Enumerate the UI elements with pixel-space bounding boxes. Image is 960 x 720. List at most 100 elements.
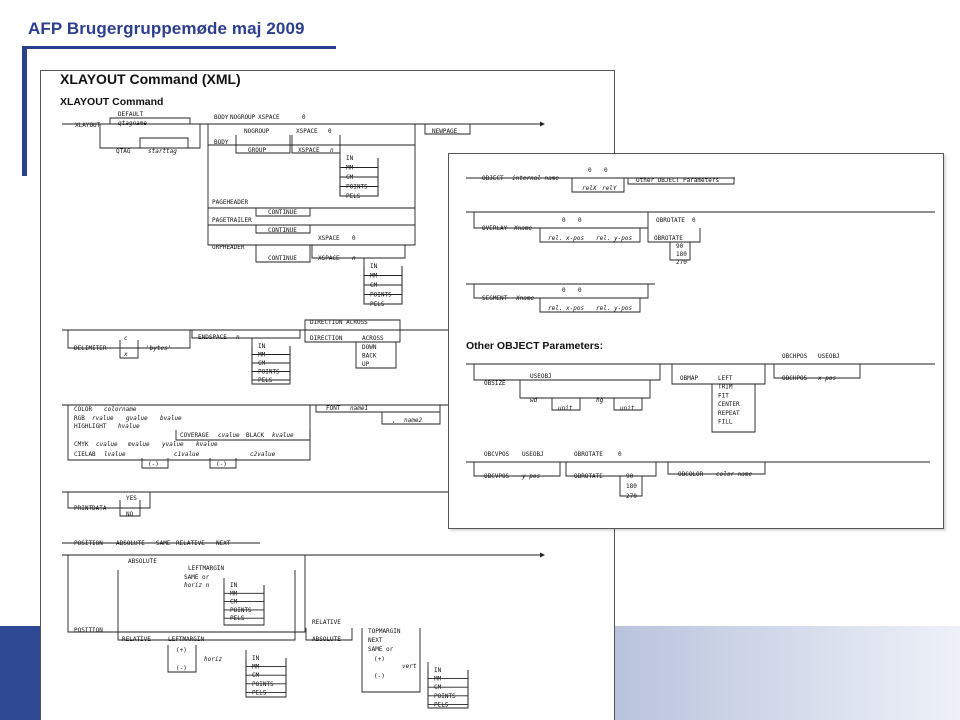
obchpos-branch	[773, 364, 861, 379]
syntax-keyword: NEXT	[368, 637, 383, 644]
syntax-keyword: DIRECTION	[310, 335, 343, 342]
unit-branch-line	[339, 177, 379, 187]
value-var: lvalue	[104, 451, 126, 458]
x-var: x	[123, 351, 128, 358]
xname-var: Xname	[515, 295, 534, 302]
unit-branch	[613, 398, 643, 411]
value-var: hvalue	[118, 423, 140, 430]
obsize-branch	[473, 364, 661, 381]
syntax-keyword: PAGEHEADER	[212, 199, 249, 206]
unit-option: MM	[230, 590, 238, 597]
continue-branch	[255, 225, 311, 234]
syntax-keyword: ENDSPACE	[198, 334, 227, 341]
unit-option: POINTS	[434, 693, 456, 700]
syntax-keyword: 0	[588, 167, 592, 174]
syntax-keyword: OBROTATE	[574, 473, 603, 480]
syntax-keyword: PRINTDATA	[74, 505, 107, 512]
continue-branch	[255, 208, 311, 217]
syntax-keyword: 180	[626, 483, 637, 490]
syntax-keyword: CONTINUE	[268, 227, 297, 234]
syntax-keyword: 0	[578, 287, 582, 294]
footer-band-left	[0, 626, 40, 720]
syntax-keyword: (-)	[374, 673, 385, 680]
syntax-arrow	[540, 552, 545, 558]
c-var: c	[124, 335, 128, 342]
value-var: kvalue	[272, 432, 294, 439]
syntax-keyword: XSPACE	[296, 128, 318, 135]
syntax-keyword: CONTINUE	[268, 255, 297, 262]
syntax-keyword: SAME or	[368, 646, 394, 653]
xspace-branch	[291, 135, 341, 154]
syntax-arrow	[540, 121, 545, 127]
syntax-keyword: HIGHLIGHT	[74, 423, 107, 430]
unit-branch-line	[223, 585, 265, 594]
value-var: bvalue	[160, 415, 182, 422]
unit-branch-line	[223, 601, 265, 611]
footer-band-right	[614, 626, 960, 720]
direction-option: UP	[362, 361, 370, 368]
syntax-keyword: GRPHEADER	[212, 244, 245, 251]
starttag-loop	[139, 137, 189, 148]
syntax-keyword: NOGROUP	[244, 128, 270, 135]
obmap-option: FIT	[718, 392, 729, 399]
syntax-keyword: 270	[676, 259, 687, 266]
position-branch	[67, 555, 306, 633]
syntax-keyword: 0	[562, 287, 566, 294]
unit-branch-line	[223, 609, 265, 619]
unit-option: MM	[258, 352, 266, 359]
qtag-branch	[99, 124, 201, 149]
unit-option: CM	[346, 174, 354, 181]
title-accent-line	[26, 46, 336, 49]
overlay-branch	[473, 212, 649, 229]
syntax-keyword: DEFAULT	[118, 111, 144, 118]
syntax-keyword: 0	[302, 114, 306, 121]
relx-var: rel. x-pos	[548, 305, 585, 312]
obmap-option: CENTER	[718, 401, 740, 408]
value-var: c2value	[250, 451, 276, 458]
unit-branch-line	[245, 675, 287, 685]
unit-option: IN	[434, 667, 442, 674]
unit-option: PELS	[346, 193, 361, 200]
newpage-branch	[424, 124, 471, 135]
direction-options	[355, 342, 397, 369]
syntax-keyword: ACROSS	[362, 335, 384, 342]
syntax-keyword: DIRECTION ACROSS	[310, 319, 368, 326]
obmap-branch	[671, 364, 766, 385]
syntax-keyword: BODY	[214, 139, 229, 146]
slide-title: AFP Brugergruppemøde maj 2009	[28, 19, 305, 38]
syntax-keyword: 90	[626, 473, 634, 480]
unit-option: PELS	[252, 689, 267, 696]
direction-branch	[304, 319, 401, 330]
coverage-branch	[175, 430, 311, 441]
obmap-option: FILL	[718, 419, 733, 426]
value-var: rvalue	[92, 415, 114, 422]
unit-option: POINTS	[346, 184, 368, 191]
syntax-keyword: SAME or	[184, 574, 210, 581]
unit-branch-line	[427, 670, 469, 680]
unit-branch-line	[427, 687, 469, 697]
unit-branch-line	[363, 266, 403, 276]
syntax-keyword: 0	[352, 235, 356, 242]
unit-branch-line	[339, 186, 379, 197]
direction-option: BACK	[362, 353, 377, 360]
unit-option: MM	[434, 676, 442, 683]
other-params-ref: Other OBJECT Parameters	[636, 177, 719, 184]
rel-abs-choice	[305, 628, 353, 641]
syntax-keyword: POSITION	[74, 627, 103, 634]
unit-option: POINTS	[258, 369, 280, 376]
document-heading: XLAYOUT Command (XML)	[60, 71, 241, 87]
rely-var: relY	[602, 185, 617, 192]
unit-branch-line	[245, 666, 287, 676]
unit-option: CM	[252, 672, 260, 679]
unit-option: MM	[370, 273, 378, 280]
unit-branch-line	[427, 678, 469, 688]
syntax-keyword: CIELAB	[74, 451, 96, 458]
syntax-keyword: RELATIVE	[176, 540, 205, 547]
continue-branch	[255, 245, 311, 263]
syntax-keyword: 0	[562, 217, 566, 224]
syntax-keyword: BODY	[214, 114, 229, 121]
syntax-keyword: 0	[692, 217, 696, 224]
unit-branch-line	[251, 354, 291, 364]
syntax-keyword: (+)	[374, 656, 385, 663]
